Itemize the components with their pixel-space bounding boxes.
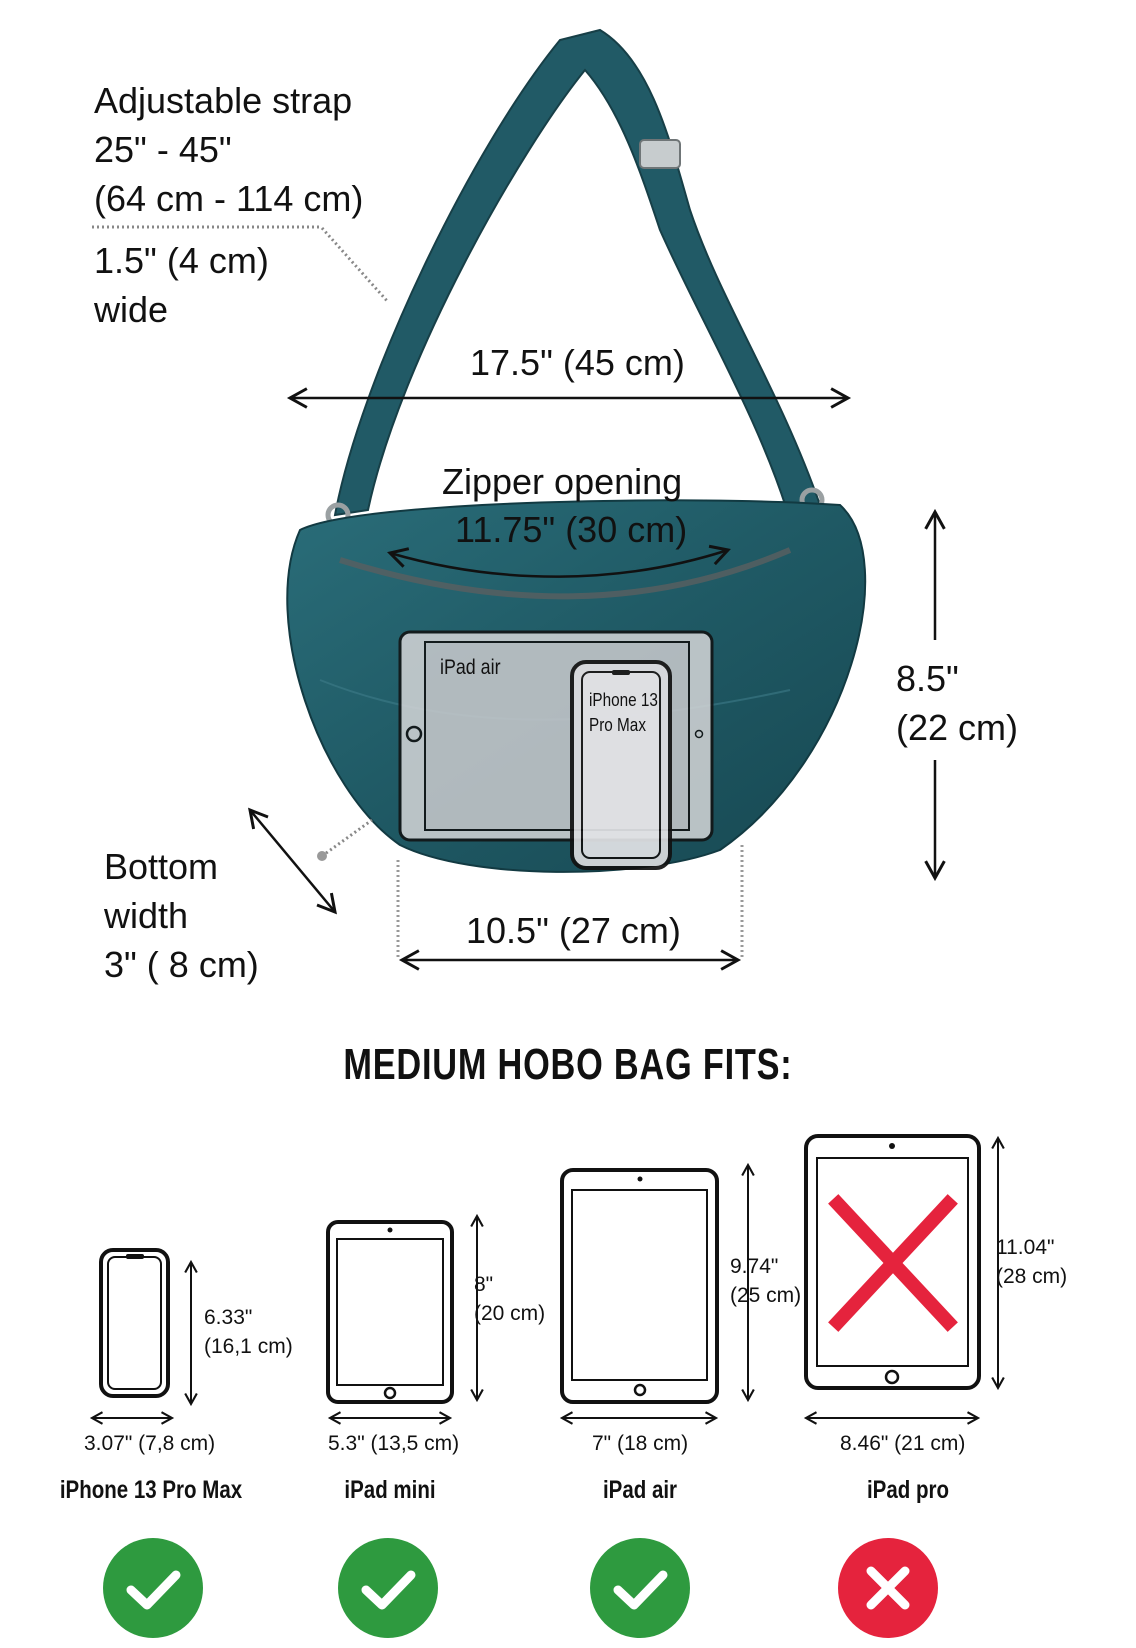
overlay-phone-label-1: iPhone 13 (589, 690, 658, 710)
device-ipad-mini-outline (326, 1220, 454, 1404)
ipad-mini-height-1: 8" (474, 1273, 494, 1296)
strap-label-4: 1.5" (4 cm) (94, 240, 269, 281)
height-label-2: (22 cm) (896, 707, 1019, 748)
overlay-phone-label-2: Pro Max (589, 715, 646, 735)
device-name-iphone: iPhone 13 Pro Max (59, 1476, 243, 1504)
bottom-width-arrow (248, 807, 337, 915)
section-title-text: MEDIUM HOBO BAG FITS: (343, 1040, 793, 1089)
fits-badge-ipad-air (590, 1538, 690, 1638)
section-title: MEDIUM HOBO BAG FITS: (0, 1040, 1136, 1090)
device-name-ipad-pro: iPad pro (866, 1476, 949, 1504)
bottom-label-3: 3" ( 8 cm) (104, 944, 259, 985)
zipper-label-2: 11.75" (30 cm) (455, 509, 688, 550)
iphone-height-2: (16,1 cm) (204, 1335, 293, 1358)
strap-label-2: 25" - 45" (94, 129, 232, 170)
ipad-air-width: 7" (18 cm) (592, 1432, 689, 1455)
zipper-label-1: Zipper opening (442, 461, 683, 502)
fits-badge-ipad-pro (838, 1538, 938, 1638)
overlay-tablet-label: iPad air (440, 656, 501, 679)
ipad-air-height-1: 9.74" (730, 1255, 779, 1278)
device-name-ipad-air: iPad air (602, 1476, 678, 1504)
bottom-label-2: width (104, 895, 189, 936)
fits-badge-iphone (103, 1538, 203, 1638)
ipad-air-height-2: (25 cm) (730, 1284, 802, 1307)
width-bottom-label: 10.5" (27 cm) (466, 910, 681, 951)
width-top-label: 17.5" (45 cm) (470, 342, 685, 383)
ipad-mini-height-2: (20 cm) (474, 1302, 546, 1325)
check-icon (613, 1570, 668, 1610)
device-name-ipad-mini: iPad mini (344, 1476, 436, 1504)
ipad-pro-height-2: (28 cm) (996, 1265, 1068, 1288)
ipad-mini-width: 5.3" (13,5 cm) (328, 1432, 460, 1455)
close-icon (866, 1566, 910, 1610)
bottom-label-1: Bottom (104, 846, 219, 887)
device-ipad-air-outline (560, 1168, 719, 1404)
zipper-arrow (387, 544, 731, 578)
ipad-pro-height-1: 11.04" (996, 1236, 1055, 1259)
overlay-iphone (570, 660, 672, 870)
ipad-pro-width: 8.46" (21 cm) (840, 1432, 966, 1455)
iphone-height-1: 6.33" (204, 1306, 253, 1329)
check-icon (361, 1570, 416, 1610)
device-ipad-pro-outline (804, 1134, 981, 1390)
strap-label-1: Adjustable strap (94, 80, 353, 121)
strap-label-5: wide (94, 289, 169, 330)
fits-badge-ipad-mini (338, 1538, 438, 1638)
bag-strap (333, 28, 822, 522)
height-label-1: 8.5" (896, 658, 959, 699)
check-icon (126, 1570, 181, 1610)
device-iphone-outline (99, 1248, 170, 1398)
ipad-pro-cross-icon (828, 1194, 958, 1332)
strap-label-3: (64 cm - 114 cm) (94, 178, 364, 219)
iphone-width: 3.07" (7,8 cm) (84, 1432, 216, 1455)
